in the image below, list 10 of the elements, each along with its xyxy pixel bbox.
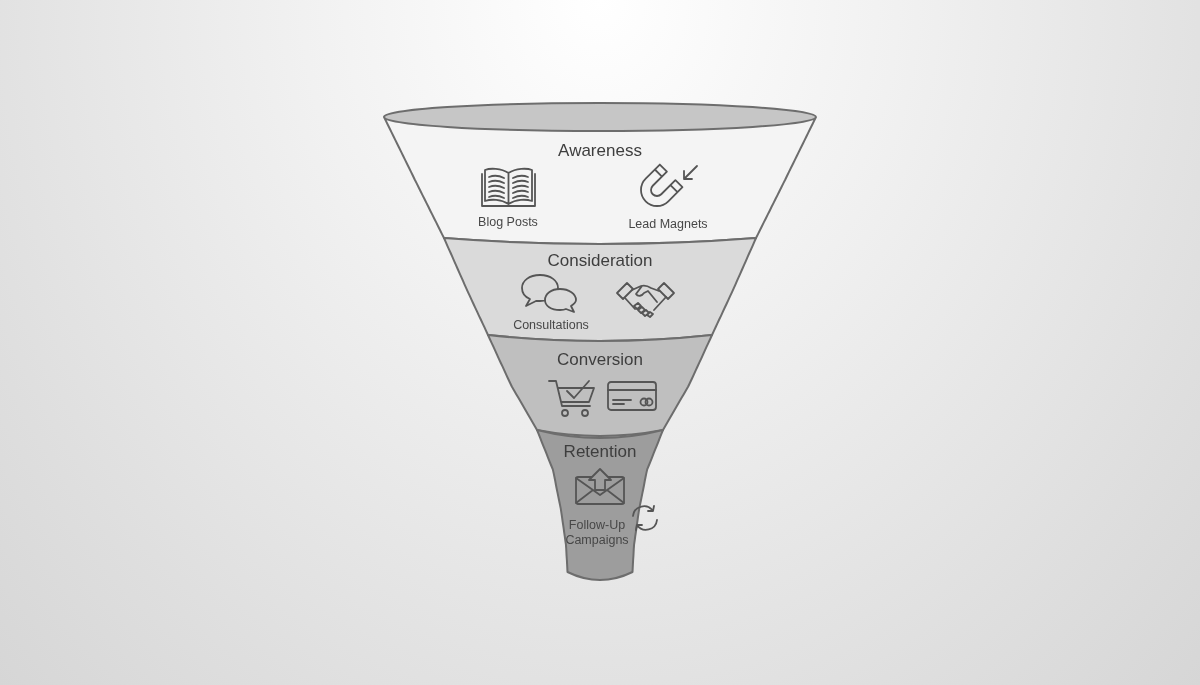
item-label: Consultations (513, 317, 589, 333)
funnel-stage (534, 428, 666, 583)
stage-title: Retention (563, 441, 637, 463)
stage-title: Awareness (558, 140, 642, 162)
item-label: Blog Posts (478, 214, 538, 230)
item-label: Lead Magnets (628, 216, 708, 232)
funnel-stage (485, 333, 715, 439)
item-label: Follow-Up Campaigns (565, 518, 629, 548)
stage-title: Conversion (557, 349, 643, 371)
stage-title: Consideration (547, 250, 653, 272)
